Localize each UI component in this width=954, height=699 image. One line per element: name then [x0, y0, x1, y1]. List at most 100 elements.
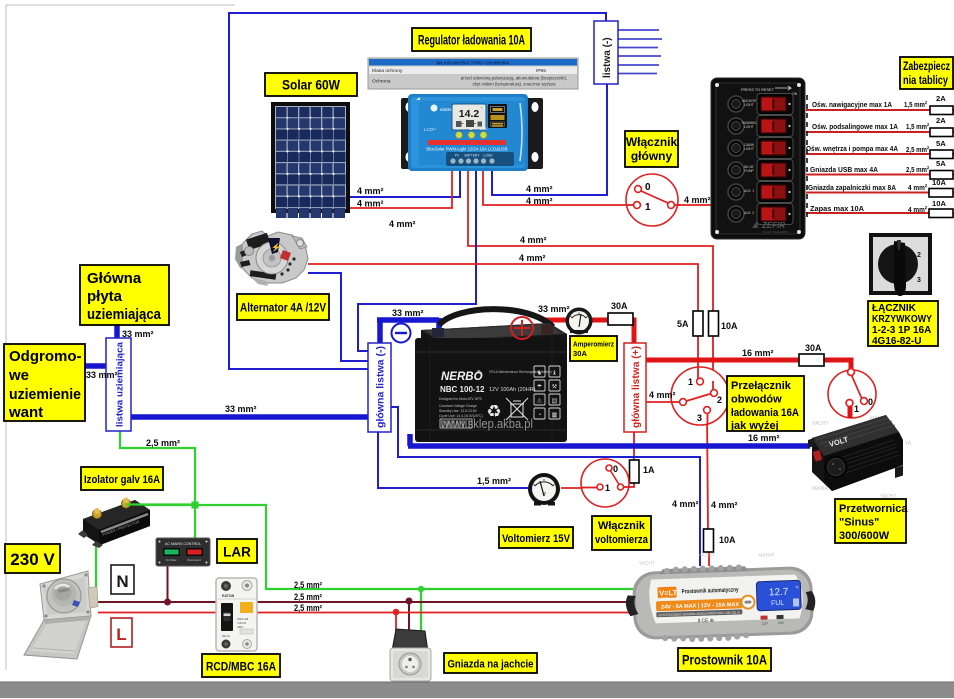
svg-text:1: 1	[854, 404, 859, 414]
svg-text:': '	[481, 107, 482, 113]
svg-text:On Pass: On Pass	[166, 558, 177, 562]
svg-text:YA: YA	[905, 441, 912, 447]
svg-text:⚒: ⚒	[552, 384, 558, 391]
svg-text:Alternator 4A /12V: Alternator 4A /12V	[240, 301, 326, 315]
svg-text:▲: ▲	[469, 127, 472, 131]
svg-text:5A: 5A	[677, 319, 689, 329]
svg-text:NBC 100-12: NBC 100-12	[440, 385, 485, 394]
svg-text:Włącznik: Włącznik	[626, 135, 678, 149]
svg-text:USB: USB	[480, 127, 488, 131]
svg-text:Odgromo-: Odgromo-	[9, 348, 82, 365]
svg-text:2A: 2A	[936, 94, 946, 103]
svg-text:V: V	[542, 492, 546, 498]
svg-text:3: 3	[697, 413, 702, 423]
svg-text:V≡LT: V≡LT	[659, 588, 678, 598]
svg-text:Amperomierz: Amperomierz	[573, 340, 614, 349]
svg-text:EATON: EATON	[222, 594, 235, 598]
svg-text:1: 1	[605, 483, 610, 493]
svg-text:®: ®	[477, 369, 481, 376]
svg-text:VRLA Maintenance Rechargeable: VRLA Maintenance Rechargeable Battery	[489, 370, 552, 374]
svg-text:33 mm²: 33 mm²	[225, 404, 257, 414]
svg-text:Ośw. podsalingowe max 1A: Ośw. podsalingowe max 1A	[812, 122, 898, 131]
svg-text:4 mm²: 4 mm²	[684, 195, 711, 205]
svg-text:24V - 5A MAX | 12V - 10A MAX: 24V - 5A MAX | 12V - 10A MAX	[661, 602, 739, 611]
svg-text:1,5 mm²: 1,5 mm²	[477, 476, 511, 486]
svg-text:4 mm²: 4 mm²	[526, 196, 553, 206]
svg-text:YACHT: YACHT	[880, 494, 897, 500]
svg-text:Ochrona: Ochrona	[372, 79, 391, 85]
svg-text:1A: 1A	[643, 465, 655, 475]
svg-text:1: 1	[688, 377, 693, 387]
svg-text:3: 3	[917, 277, 921, 284]
svg-text:30A: 30A	[805, 343, 822, 353]
svg-text:1: 1	[645, 202, 651, 213]
svg-text:uziemienie: uziemienie	[9, 386, 81, 403]
svg-text:RCD/MBC 16A: RCD/MBC 16A	[206, 660, 276, 674]
svg-text:⚠: ⚠	[537, 398, 543, 405]
svg-text:przed odwrotną polaryzacją, ak: przed odwrotną polaryzacją, akumulatora …	[461, 76, 567, 81]
svg-text:Cycle Use: 14.4-15.0V(25°C): Cycle Use: 14.4-15.0V(25°C)	[439, 414, 483, 418]
svg-text:listwa uziemiająca: listwa uziemiająca	[115, 341, 125, 427]
svg-text:2,5 mm²: 2,5 mm²	[906, 165, 929, 174]
svg-text:-16/1N: -16/1N	[237, 621, 246, 625]
svg-text:Klasa ochrony: Klasa ochrony	[372, 68, 403, 74]
svg-text:4 mm²: 4 mm²	[520, 235, 547, 245]
svg-text:2,5 mm²: 2,5 mm²	[906, 145, 929, 154]
svg-text:2,5 mm²: 2,5 mm²	[294, 592, 322, 602]
svg-text:BILGE: BILGE	[744, 165, 753, 169]
svg-text:24V: 24V	[778, 621, 785, 625]
svg-text:4 mm²: 4 mm²	[526, 184, 553, 194]
svg-text:DO BEZPIECZNEGO ŁADOWANIA AKUM: DO BEZPIECZNEGO ŁADOWANIA AKUMULATORÓW K…	[658, 609, 740, 617]
svg-text:WŁAŚCIWOŚCI TYPU I OCHRONA: WŁAŚCIWOŚCI TYPU I OCHRONA	[436, 60, 510, 66]
svg-text:2A: 2A	[936, 116, 946, 125]
svg-text:Solar 60W: Solar 60W	[282, 78, 340, 93]
svg-text:Reconnect: Reconnect	[187, 558, 201, 562]
svg-text:BlueSolar PWM-Light 12/24-10A: BlueSolar PWM-Light 12/24-10A LCD&USB	[426, 147, 507, 152]
svg-text:16 mm²: 16 mm²	[742, 348, 774, 358]
svg-text:AUX. 2: AUX. 2	[744, 211, 754, 215]
svg-text:główny: główny	[631, 149, 673, 163]
svg-text:Izolator galv 16A: Izolator galv 16A	[84, 474, 160, 486]
svg-text:CABIN: CABIN	[744, 143, 754, 147]
svg-text:Główna: Główna	[87, 270, 142, 287]
svg-text:2: 2	[717, 395, 722, 405]
svg-text:14.2: 14.2	[459, 108, 480, 120]
svg-text:4 mm²: 4 mm²	[357, 199, 384, 209]
svg-text:obwodów: obwodów	[731, 394, 782, 406]
svg-text:Ośw. nawigacyjne max 1A: Ośw. nawigacyjne max 1A	[812, 100, 892, 109]
svg-text:%: %	[795, 584, 799, 589]
svg-text:NERBO: NERBO	[441, 371, 483, 383]
svg-text:10A: 10A	[932, 199, 946, 208]
svg-text:4 mm²: 4 mm²	[649, 390, 676, 400]
svg-text:Przełącznik: Przełącznik	[731, 380, 792, 392]
svg-text:♝: ♝	[552, 370, 557, 377]
svg-text:RUNNING: RUNNING	[742, 121, 757, 125]
svg-text:główna listwa (+): główna listwa (+)	[631, 346, 642, 428]
svg-text:ŁĄCZNIK: ŁĄCZNIK	[872, 303, 917, 314]
svg-text:LOAD: LOAD	[484, 154, 494, 158]
svg-text:33 mm²: 33 mm²	[392, 308, 424, 318]
svg-text:4 mm²: 4 mm²	[357, 186, 384, 196]
svg-text:AUX. 1: AUX. 1	[744, 189, 754, 193]
svg-text:33 mm²: 33 mm²	[538, 304, 570, 314]
svg-text:2,5 mm²: 2,5 mm²	[294, 580, 322, 590]
svg-text:L: L	[116, 625, 126, 644]
svg-text:LIGHT: LIGHT	[744, 147, 753, 151]
svg-text:0: 0	[645, 182, 651, 193]
svg-text:1-2-3 1P 16A: 1-2-3 1P 16A	[872, 325, 931, 336]
svg-text:YACHT: YACHT	[698, 552, 715, 559]
svg-text:5A: 5A	[936, 159, 946, 168]
svg-text:Voltomierz 15V: Voltomierz 15V	[502, 533, 571, 545]
svg-text:KRZYWKOWY: KRZYWKOWY	[872, 314, 932, 325]
svg-text:♞: ♞	[537, 370, 542, 377]
svg-text:10A: 10A	[719, 535, 736, 545]
svg-text:1,5 mm²: 1,5 mm²	[904, 100, 927, 109]
svg-text:listwa (-): listwa (-)	[602, 37, 613, 78]
svg-text:zbyt niskim (temperatura), zna: zbyt niskim (temperatura), znacznie wyżs…	[472, 82, 556, 87]
svg-text:YACHT: YACHT	[812, 421, 829, 427]
svg-text:4 mm²: 4 mm²	[389, 219, 416, 229]
svg-text:Przetwornica: Przetwornica	[839, 503, 908, 515]
svg-text:♻: ♻	[486, 402, 501, 421]
svg-text:☼: ☼	[456, 127, 459, 131]
svg-text:ZEFIR: ZEFIR	[761, 221, 785, 230]
